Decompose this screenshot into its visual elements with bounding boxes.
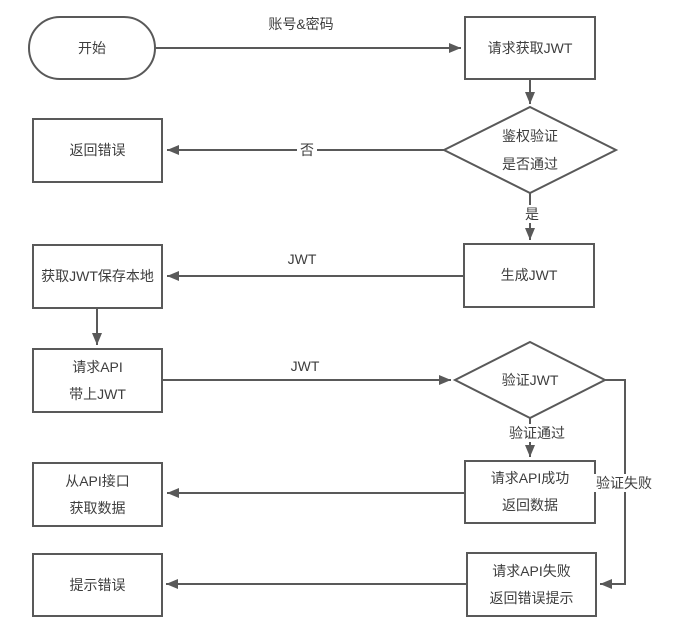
node-api-fail: 请求API失败 返回错误提示 <box>466 552 597 617</box>
node-request-jwt: 请求获取JWT <box>464 16 596 80</box>
node-fetch-data-from-api-label: 从API接口 获取数据 <box>65 472 130 516</box>
node-start: 开始 <box>28 16 156 80</box>
edge-label-no: 否 <box>297 141 317 159</box>
edge-label-jwt-to-local: JWT <box>284 250 320 268</box>
node-show-error-label: 提示错误 <box>69 576 126 593</box>
node-auth-check-shape <box>441 105 619 195</box>
node-api-fail-label: 请求API失败 返回错误提示 <box>489 562 574 606</box>
edge-label-verify-fail: 验证失败 <box>593 474 655 492</box>
node-api-success-label: 请求API成功 返回数据 <box>490 470 570 513</box>
node-api-success: 请求API成功 返回数据 <box>464 460 596 524</box>
edge-label-account-password: 账号&密码 <box>265 15 337 33</box>
node-return-error: 返回错误 <box>32 118 163 183</box>
node-fetch-data-from-api: 从API接口 获取数据 <box>32 462 163 527</box>
node-request-jwt-label: 请求获取JWT <box>487 39 573 56</box>
node-show-error: 提示错误 <box>32 553 163 617</box>
node-request-api-with-jwt: 请求API 带上JWT <box>32 348 163 413</box>
node-start-label: 开始 <box>78 39 106 56</box>
node-generate-jwt-label: 生成JWT <box>500 267 558 283</box>
node-verify-jwt-shape <box>452 340 608 420</box>
node-save-jwt-local: 获取JWT保存本地 <box>32 244 163 309</box>
node-generate-jwt: 生成JWT <box>463 243 595 308</box>
edge-label-verify-pass: 验证通过 <box>506 424 568 442</box>
node-save-jwt-local-label: 获取JWT保存本地 <box>41 268 154 284</box>
edge-label-jwt-to-verify: JWT <box>287 357 323 375</box>
node-return-error-label: 返回错误 <box>69 142 126 158</box>
node-request-api-with-jwt-label: 请求API 带上JWT <box>69 358 126 402</box>
edge-label-yes: 是 <box>522 205 542 223</box>
